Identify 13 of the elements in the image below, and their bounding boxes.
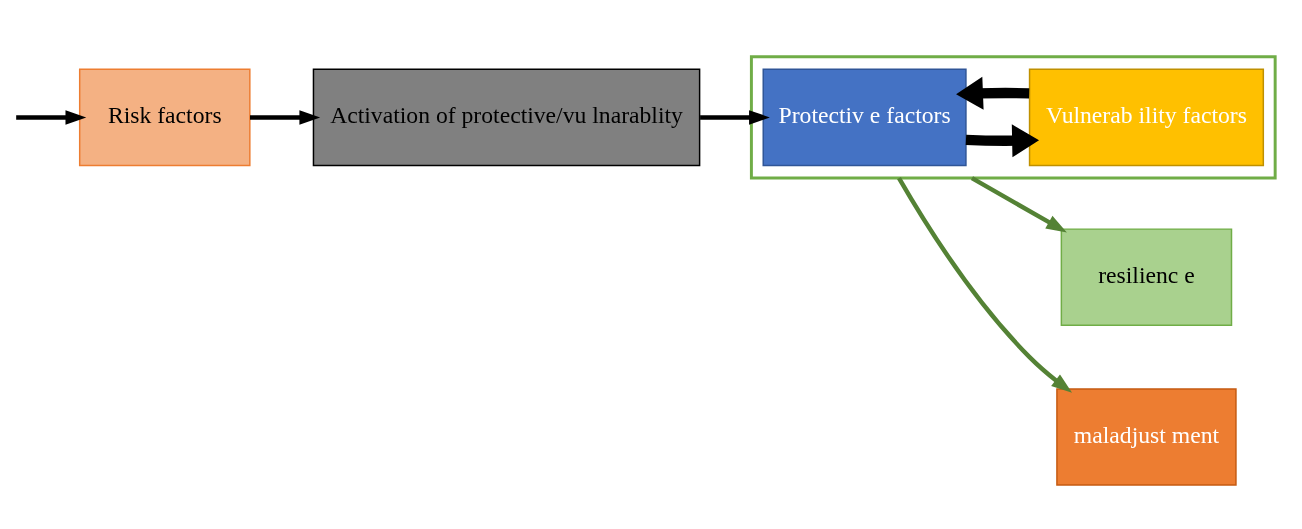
- node-box: Risk factors: [78, 68, 251, 166]
- arrow: [700, 109, 770, 125]
- node-box: Activation of protective/vu lnarablity: [312, 68, 701, 166]
- node-box: Vulnerab ility factors: [1028, 68, 1265, 166]
- arrow: [897, 176, 1073, 393]
- node-box: Protectiv e factors: [762, 68, 967, 166]
- arrow: [965, 123, 1040, 157]
- arrow: [956, 76, 1030, 110]
- node-box: maladjust ment: [1056, 387, 1237, 486]
- arrow: [16, 109, 87, 125]
- arrow: [250, 109, 321, 125]
- arrow: [970, 175, 1067, 232]
- node-box: resilienc e: [1060, 227, 1233, 326]
